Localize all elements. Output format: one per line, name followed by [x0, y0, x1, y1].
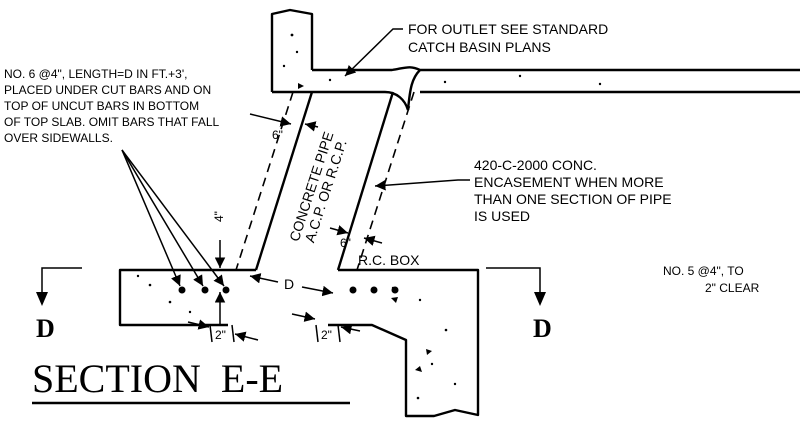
- box-label: R.C. BOX: [358, 252, 420, 268]
- dim-clear-right: 2": [291, 311, 361, 343]
- concrete-pipe: [254, 91, 395, 271]
- dim-enc-top-label: 6": [272, 128, 283, 142]
- rebar-note-line-5: OVER SIDEWALLS.: [4, 131, 113, 145]
- dim-clear-left: 2": [187, 319, 259, 343]
- catch-basin-wall: [270, 8, 800, 111]
- rebar-note-line-2: PLACED UNDER CUT BARS AND ON: [4, 83, 211, 97]
- rebar-no5-line-1: NO. 5 @4", TO: [663, 264, 744, 278]
- dim-vertical-label: 4": [212, 211, 226, 222]
- rebar-no5-note: NO. 5 @4", TO 2" CLEAR: [663, 264, 760, 295]
- rebar-no5-line-2: 2" CLEAR: [705, 281, 760, 295]
- dim-enc-right: 6": [329, 225, 383, 250]
- section-marker-right-label: D: [533, 314, 552, 343]
- outlet-note-line-1: FOR OUTLET SEE STANDARD: [408, 21, 608, 37]
- section-marker-left-label: D: [36, 314, 55, 343]
- concrete-texture: [136, 33, 602, 400]
- rebar-no6-note: NO. 6 @4", LENGTH=D IN FT.+3', PLACED UN…: [4, 67, 225, 287]
- rebar-note-line-1: NO. 6 @4", LENGTH=D IN FT.+3',: [4, 67, 187, 81]
- encasement-note: 420-C-2000 CONC. ENCASEMENT WHEN MORE TH…: [374, 157, 672, 224]
- encasement-note-line-4: IS USED: [474, 208, 530, 224]
- section-title: SECTION E-E: [32, 356, 350, 405]
- rebar-bars: [178, 286, 399, 294]
- section-marker-left: D: [36, 267, 82, 343]
- rc-box: [118, 268, 480, 418]
- dim-vertical: 4": [212, 211, 226, 325]
- encasement-note-line-2: ENCASEMENT WHEN MORE: [474, 174, 664, 190]
- section-marker-right: D: [486, 267, 552, 343]
- encasement-note-line-1: 420-C-2000 CONC.: [474, 157, 597, 173]
- dim-clear-right-label: 2": [321, 328, 332, 342]
- dim-width: D: [249, 273, 334, 297]
- outlet-note: FOR OUTLET SEE STANDARD CATCH BASIN PLAN…: [344, 21, 608, 77]
- dim-enc-right-label: 6": [340, 236, 351, 250]
- outlet-note-line-2: CATCH BASIN PLANS: [408, 39, 551, 55]
- dim-clear-left-label: 2": [215, 328, 226, 342]
- dim-enc-top: 6": [249, 113, 319, 142]
- rebar-note-line-4: OF TOP SLAB. OMIT BARS THAT FALL: [4, 115, 220, 129]
- dim-width-label: D: [284, 276, 294, 292]
- encasement-note-line-3: THAN ONE SECTION OF PIPE: [474, 191, 672, 207]
- rebar-note-line-3: TOP OF UNCUT BARS IN BOTTOM: [4, 99, 199, 113]
- section-title-text: SECTION E-E: [32, 356, 283, 401]
